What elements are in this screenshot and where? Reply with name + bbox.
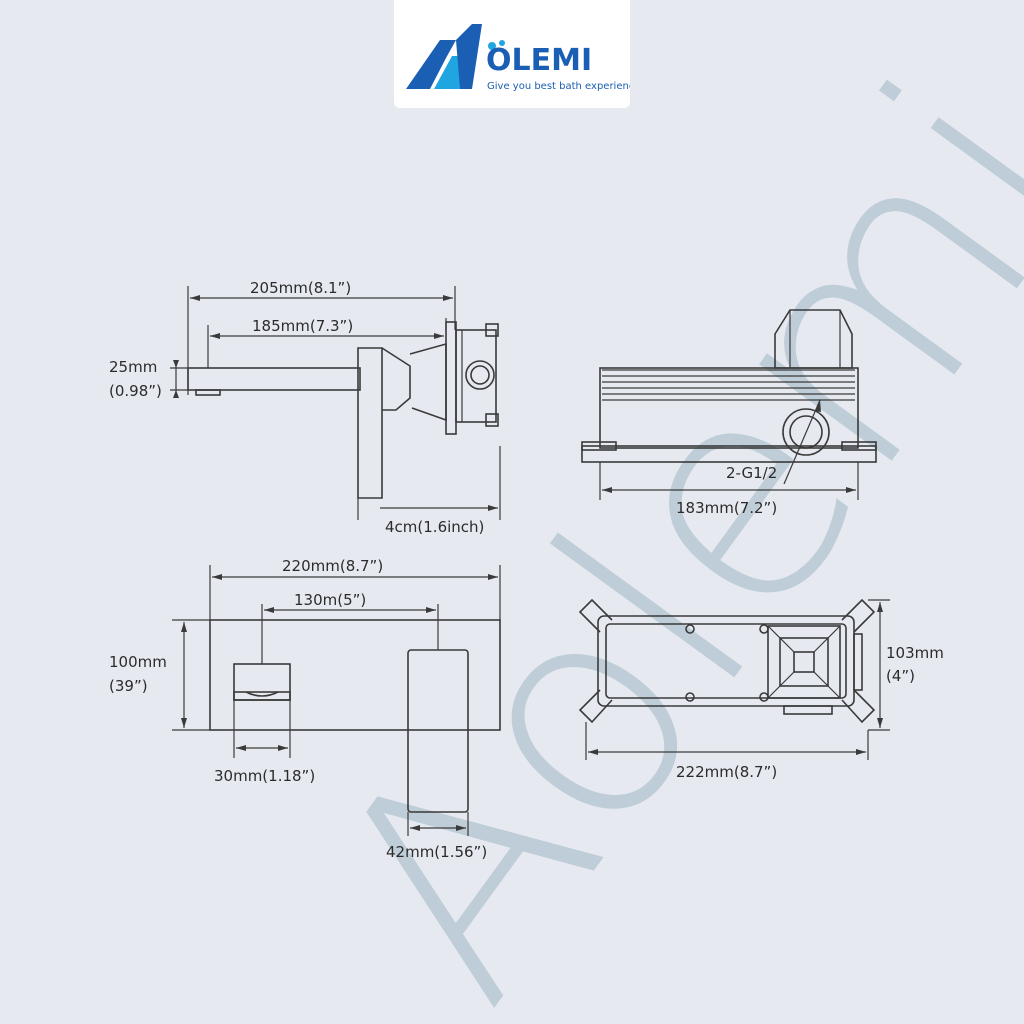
valve-core-square — [767, 625, 841, 699]
dim-label-thread: 2-G1/2 — [726, 464, 777, 482]
brand-tagline: Give you best bath experience — [487, 81, 630, 92]
brand-name: OLEMI — [486, 43, 592, 78]
brand-logo-mark — [406, 24, 505, 89]
watermark-text: Aolemi — [264, 21, 1024, 1024]
spout-side — [187, 367, 361, 391]
dim-label-handle-width: 42mm(1.56”) — [386, 843, 487, 861]
dim-label-total-length: 205mm(8.1”) — [250, 279, 351, 297]
dim-label-plate-height-in: (39”) — [109, 677, 148, 695]
dim-label-valve-length: 183mm(7.2”) — [676, 499, 777, 517]
inlet-port — [782, 408, 830, 456]
dim-label-spout-width: 30mm(1.18”) — [214, 767, 315, 785]
bracket-top-left — [578, 598, 613, 633]
handle-side — [357, 347, 383, 499]
dim-label-spout-height-mm: 25mm — [109, 358, 157, 376]
mounting-box-view: 103mm (4”) 222mm(8.7”) — [578, 598, 944, 781]
dim-label-depth: 4cm(1.6inch) — [385, 518, 484, 536]
side-view: 205mm(8.1”) 185mm(7.3”) 25mm (0.98”) — [109, 279, 501, 536]
wall-plate-side — [445, 321, 457, 435]
bracket-bottom-right — [841, 689, 876, 724]
handle-front — [407, 649, 469, 813]
box-inner — [605, 623, 847, 699]
valve-box-side — [455, 329, 497, 423]
valve-threads — [602, 369, 855, 401]
dim-label-spout-length: 185mm(7.3”) — [252, 317, 353, 335]
bracket-top-right — [841, 598, 876, 633]
valve-body-view: 2-G1/2 183mm(7.2”) — [581, 309, 877, 517]
dim-label-spout-height-in: (0.98”) — [109, 382, 162, 400]
spout-front — [233, 663, 291, 701]
dim-label-plate-width: 220mm(8.7”) — [282, 557, 383, 575]
valve-housing — [599, 367, 859, 449]
dim-label-box-width: 222mm(8.7”) — [676, 763, 777, 781]
dim-label-center-distance: 130m(5”) — [294, 591, 366, 609]
bracket-bottom-left — [578, 689, 613, 724]
logo-panel: OLEMI Give you best bath experience — [394, 0, 640, 108]
front-view: 220mm(8.7”) 130m(5”) 100mm (39”) 30mm(1.… — [109, 557, 501, 861]
dim-label-box-height-mm: 103mm — [886, 644, 944, 662]
wall-plate-front — [209, 619, 501, 731]
dim-label-box-height-in: (4”) — [886, 667, 915, 685]
dim-label-plate-height-mm: 100mm — [109, 653, 167, 671]
